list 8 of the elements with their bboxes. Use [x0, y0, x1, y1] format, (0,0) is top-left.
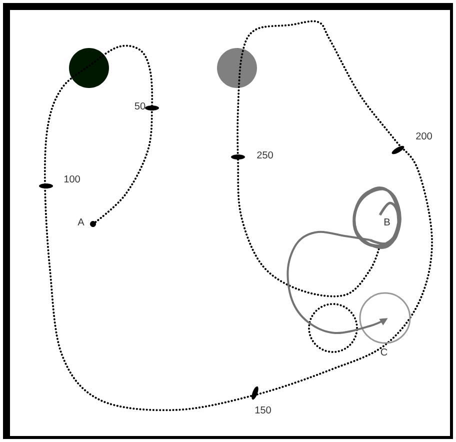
distance-label: 200	[416, 132, 432, 140]
distance-label: 50	[134, 102, 146, 110]
distance-label: 250	[257, 151, 273, 159]
distance-label: 100	[64, 175, 80, 183]
point-label: B	[384, 218, 390, 226]
distance-label: 150	[255, 406, 271, 414]
point-label: C	[380, 348, 388, 356]
point-label: A	[78, 218, 84, 226]
